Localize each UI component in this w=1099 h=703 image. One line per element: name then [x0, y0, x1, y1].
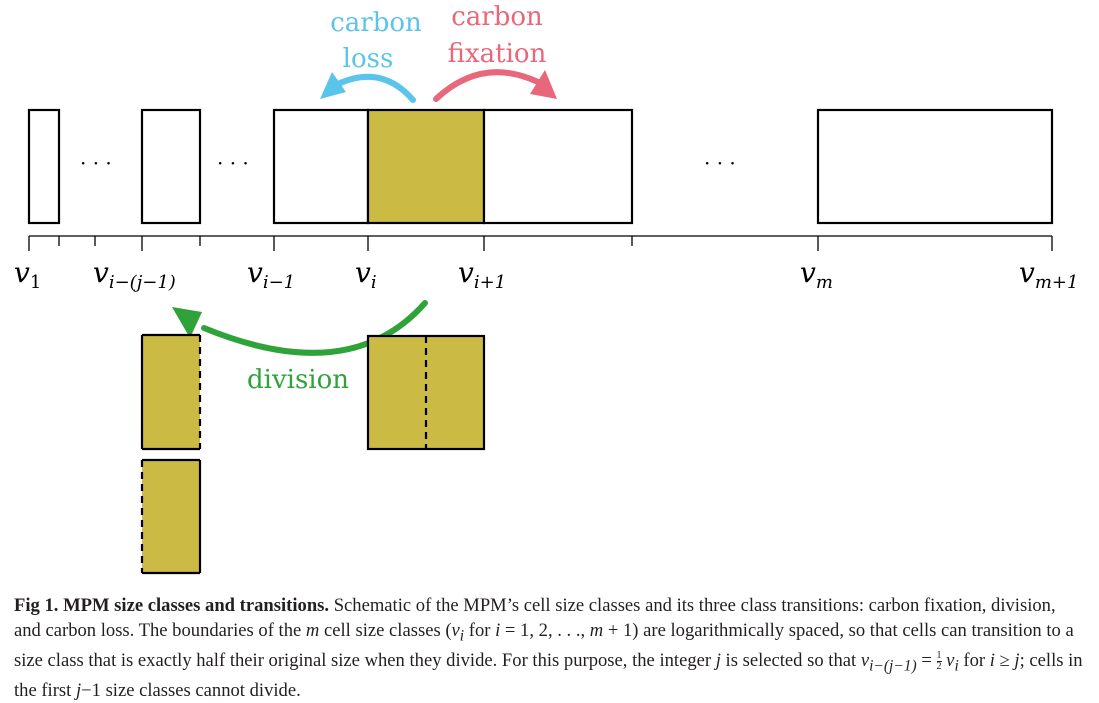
caption-math: i−(j−1) — [869, 657, 917, 675]
caption-text: is selected so that — [720, 649, 861, 671]
caption-text: −1 size classes cannot divide. — [81, 679, 301, 701]
carbon-loss-label-2: loss — [343, 44, 394, 74]
caption-title: Fig 1. MPM size classes and transitions. — [14, 595, 330, 616]
caption-math: v — [860, 649, 870, 671]
division-arrow — [172, 300, 428, 356]
caption-math: j — [715, 649, 721, 671]
carbon-loss-arrow — [320, 72, 416, 103]
carbon-loss-label-1: carbon — [330, 8, 422, 38]
caption-math: i — [459, 627, 465, 645]
daughter-cell-top — [140, 333, 202, 451]
size-class-box-i — [366, 108, 486, 225]
ellipsis-2: · · · — [217, 151, 249, 175]
caption-math: v — [451, 619, 460, 641]
caption-math: m — [305, 619, 320, 641]
size-axis — [28, 235, 1053, 251]
caption-text: + 1) are logarithmically spaced, so that… — [14, 619, 1074, 671]
axis-label-vmp1: vm+1 — [1019, 256, 1078, 293]
caption-math: j — [1014, 649, 1020, 671]
caption-text: = — [916, 649, 937, 671]
caption-math: v — [946, 649, 955, 671]
size-class-box-ip1 — [482, 108, 634, 225]
caption-math: j — [75, 679, 82, 701]
axis-label-vij: vi−(j−1) — [93, 256, 176, 293]
carbon-fixation-label-2: fixation — [448, 39, 547, 69]
caption-text: ≥ — [994, 649, 1015, 671]
axis-label-v1: v1 — [14, 256, 41, 293]
size-class-box-m — [816, 108, 1054, 225]
caption-text: = 1, 2, . . ., — [500, 619, 590, 641]
axis-label-vip1: vi+1 — [458, 256, 506, 293]
caption-math: i — [954, 657, 959, 675]
dividing-cell — [366, 334, 486, 451]
axis-label-vm: vm — [800, 256, 833, 293]
caption-math: i — [989, 649, 995, 671]
size-class-diagram: · · · · · · · · · v1 vi−(j−1) vi−1 vi vi… — [14, 2, 1078, 575]
size-class-box-1 — [27, 108, 61, 225]
ellipsis-1: · · · — [80, 151, 112, 175]
axis-label-vim1: vi−1 — [247, 256, 295, 293]
size-class-box-ij — [140, 108, 202, 225]
daughter-cell-bottom — [140, 458, 202, 575]
size-class-box-im1 — [272, 108, 370, 225]
ellipsis-3: · · · — [704, 151, 736, 175]
carbon-fixation-label-1: carbon — [451, 2, 543, 32]
caption-text: for — [464, 619, 496, 641]
figure-caption: Fig 1. MPM size classes and transitions.… — [14, 594, 1086, 703]
caption-text: Schematic of the MPM’s cell size classes… — [14, 595, 1056, 641]
caption-math: m — [589, 619, 604, 641]
caption-text: for — [958, 649, 990, 671]
caption-math: i — [495, 619, 501, 641]
carbon-fixation-arrow — [433, 69, 557, 102]
division-label: division — [247, 365, 349, 395]
axis-label-vi: vi — [355, 256, 377, 293]
caption-text: cell size classes ( — [319, 619, 452, 641]
